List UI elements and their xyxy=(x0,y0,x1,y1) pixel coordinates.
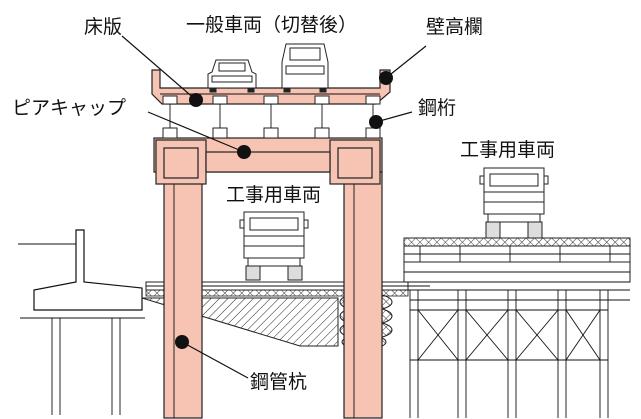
upper-deck xyxy=(151,69,391,105)
label-steel-girder: 鋼桁 xyxy=(418,97,456,119)
pier-cap xyxy=(153,137,383,185)
construction-vehicle-center xyxy=(239,211,309,281)
label-deck-slab: 床版 xyxy=(84,16,122,38)
label-steel-pipe-pile: 鋼管杭 xyxy=(250,371,307,393)
construction-vehicle-right xyxy=(479,167,549,239)
label-wall-railing: 壁高欄 xyxy=(426,16,483,38)
label-construction-vehicle-center: 工事用車両 xyxy=(226,184,321,206)
label-construction-vehicle-right: 工事用車両 xyxy=(460,139,555,161)
label-general-vehicle: 一般車両（切替後） xyxy=(186,14,357,36)
bearings xyxy=(162,104,381,139)
pier-columns xyxy=(163,171,383,419)
right-temporary-bridge xyxy=(400,237,631,418)
general-vehicle-left xyxy=(207,59,257,93)
label-pier-cap: ピアキャップ xyxy=(12,97,126,119)
leader-lines xyxy=(121,35,427,379)
left-abutment xyxy=(18,229,145,415)
general-vehicle-right xyxy=(281,43,329,93)
